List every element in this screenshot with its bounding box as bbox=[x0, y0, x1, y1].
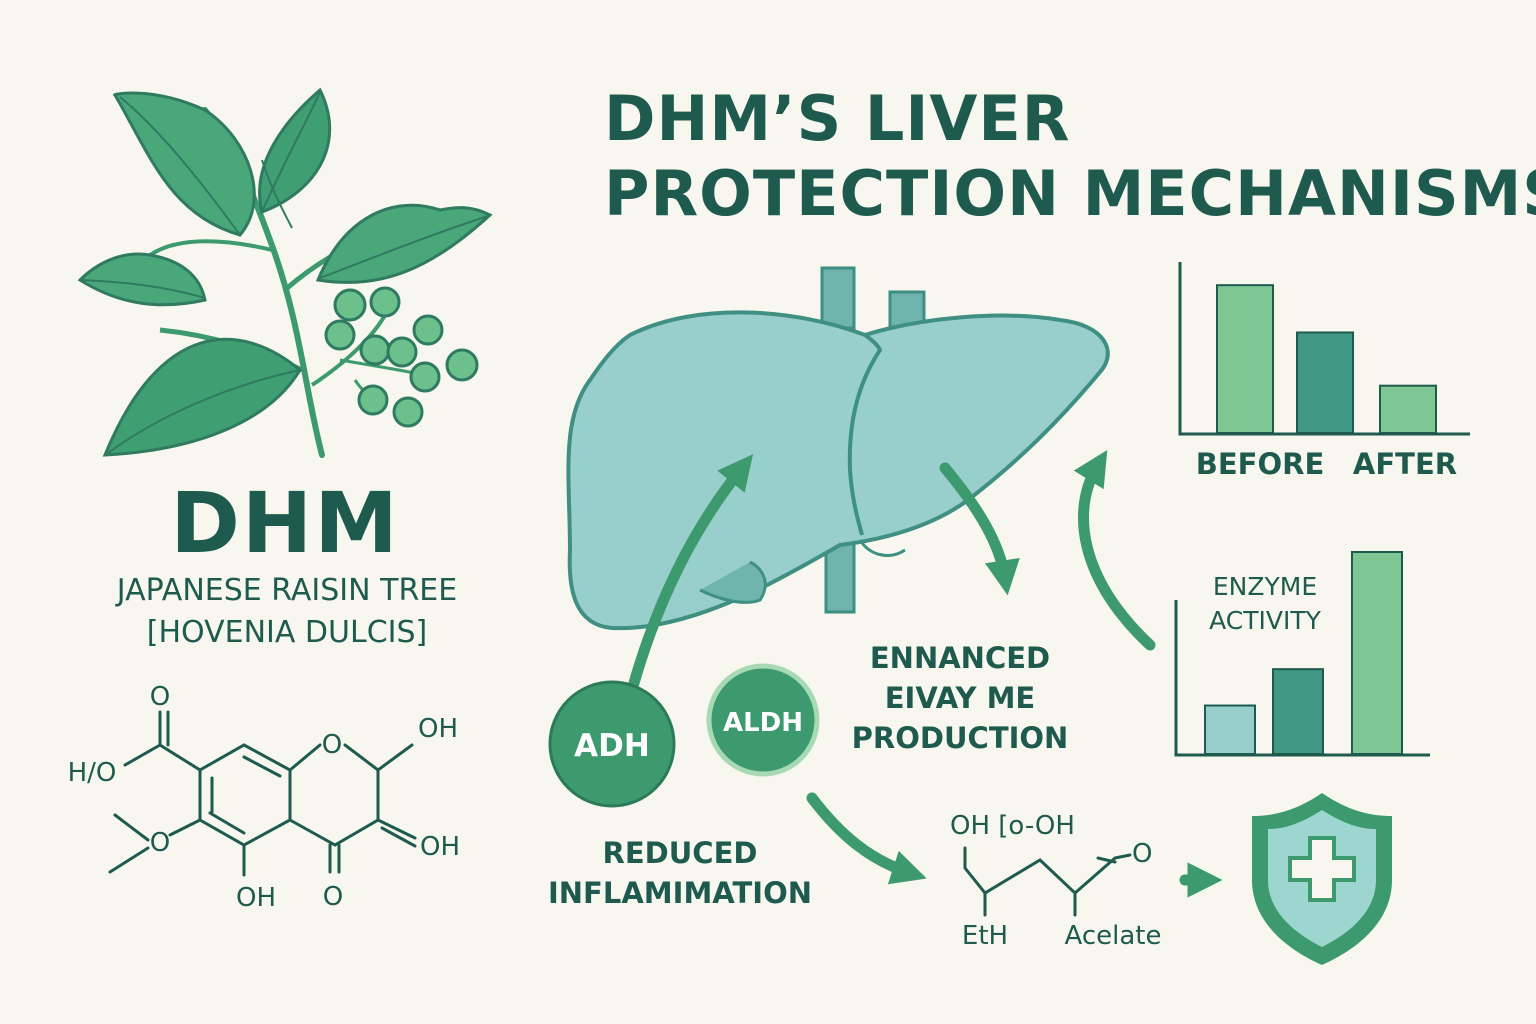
structure-label-o-left: O bbox=[150, 828, 170, 858]
metabolism-acetate-label: Acelate bbox=[1065, 921, 1162, 951]
structure-label-ho: H/O bbox=[68, 758, 117, 788]
metabolism-eth-label: EtH bbox=[962, 921, 1008, 951]
mechanism-arrows bbox=[626, 450, 1223, 898]
aldh-label: ALDH bbox=[723, 708, 803, 738]
shield-cross-icon bbox=[1252, 793, 1392, 965]
chart2-axes bbox=[1174, 600, 1430, 757]
chart1-category-before: BEFORE bbox=[1196, 447, 1325, 481]
chart1-category-after: AFTER bbox=[1353, 447, 1457, 481]
chart2-bar-2 bbox=[1272, 668, 1324, 755]
enhanced-line-3: PRODUCTION bbox=[852, 721, 1069, 755]
chart2-title-line-1: ENZYME bbox=[1213, 572, 1317, 601]
adh-enzyme-circle: ADH bbox=[548, 680, 676, 808]
reduced-line-2: INFLAMIMATION bbox=[548, 876, 812, 910]
arrow-liver-to-production bbox=[939, 462, 1020, 596]
before-after-chart: BEFORE AFTER bbox=[1178, 262, 1470, 481]
metabolism-oh-label: OH [o-OH bbox=[950, 811, 1075, 841]
compound-name: DHM bbox=[170, 474, 400, 572]
aldh-enzyme-circle: ALDH bbox=[706, 663, 820, 777]
chart2-bar-1 bbox=[1204, 704, 1256, 756]
adh-label: ADH bbox=[574, 728, 650, 764]
chart1-axes bbox=[1178, 262, 1470, 436]
arrow-adh-to-liver bbox=[626, 454, 754, 696]
structure-label-o-top: O bbox=[150, 682, 170, 712]
chart2-title-line-2: ACTIVITY bbox=[1209, 606, 1322, 635]
title-line-1: DHM’S LIVER bbox=[604, 82, 1071, 155]
chart2-bar-3 bbox=[1351, 551, 1403, 755]
structure-label-o-bottom: O bbox=[323, 882, 343, 912]
compound-source-line-2: [HOVENIA DULCIS] bbox=[147, 615, 428, 650]
arrow-enzyme-to-liver bbox=[1073, 450, 1156, 651]
enhanced-line-1: ENNANCED bbox=[870, 641, 1050, 675]
structure-label-oh-bottom: OH bbox=[236, 883, 276, 913]
arrow-aldh-to-acetate bbox=[806, 792, 927, 885]
title-line-2: PROTECTION MECHANISMS bbox=[604, 157, 1536, 230]
structure-label-oh-right: OH bbox=[420, 832, 460, 862]
structure-label-oh-top: OH bbox=[418, 714, 458, 744]
liver-illustration bbox=[566, 266, 1110, 631]
enhanced-line-2: EIVAY ME bbox=[885, 681, 1036, 715]
chart1-bar-1 bbox=[1216, 284, 1274, 434]
chart1-bar-2 bbox=[1296, 331, 1354, 435]
chart1-bar-3 bbox=[1379, 384, 1437, 434]
metabolism-o-label: O bbox=[1132, 839, 1152, 869]
enzyme-activity-chart: ENZYME ACTIVITY bbox=[1174, 551, 1430, 757]
dhm-molecular-structure: O H/O O OH OH O O OH bbox=[68, 682, 460, 913]
acetate-molecule: OH [o-OH O EtH Acelate bbox=[950, 811, 1161, 951]
reduced-line-1: REDUCED bbox=[603, 836, 758, 870]
hovenia-plant-illustration bbox=[77, 87, 493, 458]
structure-label-o-ring: O bbox=[322, 730, 342, 760]
compound-source-line-1: JAPANESE RAISIN TREE bbox=[115, 573, 457, 608]
